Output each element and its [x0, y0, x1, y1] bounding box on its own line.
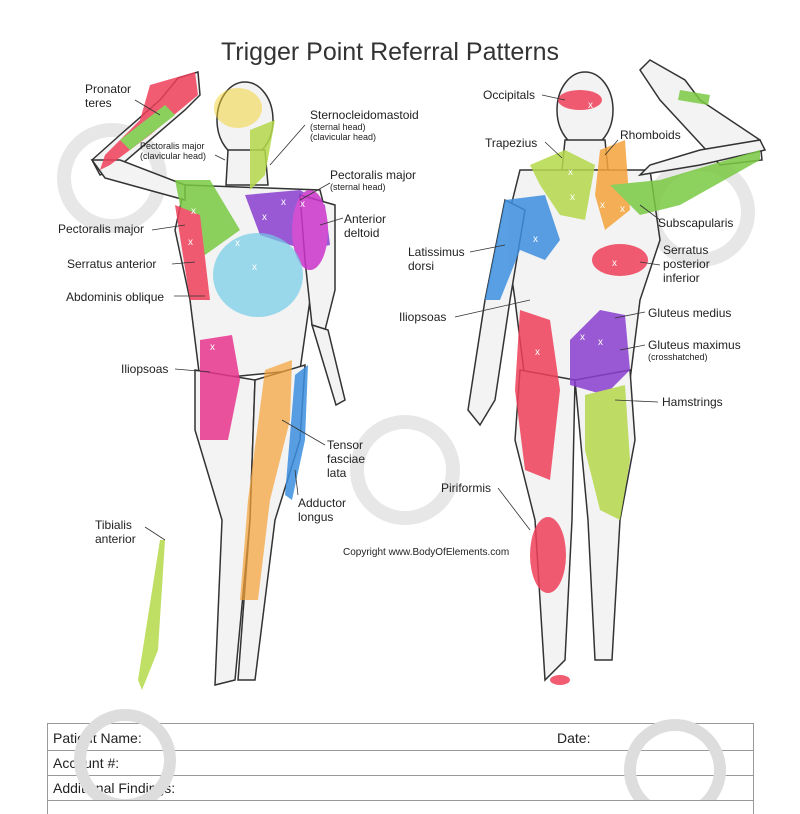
svg-text:x: x [533, 234, 538, 245]
label-occipitals: Occipitals [483, 88, 536, 102]
label-piriformis: Piriformis [441, 481, 491, 495]
page-title: Trigger Point Referral Patterns [220, 38, 560, 66]
label-line: fasciae [327, 452, 366, 466]
svg-text:x: x [568, 167, 573, 178]
label-line: (crosshatched) [648, 352, 708, 362]
svg-text:x: x [588, 100, 593, 111]
patient-name-label: Patient Name: [53, 730, 142, 746]
form-row-patient: Patient Name: Date: [48, 726, 753, 751]
svg-text:x: x [570, 192, 575, 203]
label-hamstrings: Hamstrings [662, 395, 723, 409]
label-line: Latissimus [408, 245, 465, 259]
label-iliopsoas-front: Iliopsoas [121, 362, 169, 376]
svg-text:x: x [620, 204, 625, 215]
label-line: posterior [663, 257, 710, 271]
label-line: (sternal head) [310, 122, 366, 132]
label-gluteus-maximus: Gluteus maximus (crosshatched) [648, 338, 741, 362]
label-iliopsoas-back: Iliopsoas [399, 310, 447, 324]
label-pec-major-clavicular: Pectoralis major (clavicular head) [140, 141, 206, 161]
label-line: dorsi [408, 259, 435, 273]
date-label: Date: [557, 730, 591, 746]
svg-text:x: x [252, 262, 257, 273]
label-pectoralis-major: Pectoralis major [58, 222, 145, 236]
label-tensor-fasciae-lata: Tensor fasciae lata [327, 438, 365, 480]
label-line: Anterior [344, 212, 387, 226]
label-line: Pronator [85, 82, 132, 96]
label-line: Tensor [327, 438, 364, 452]
label-pronator-teres: Pronator teres [85, 82, 131, 110]
label-line: inferior [663, 271, 700, 285]
label-line: (sternal head) [330, 182, 386, 192]
label-rhomboids: Rhomboids [620, 128, 681, 142]
label-gluteus-medius: Gluteus medius [648, 306, 732, 320]
label-serratus-posterior-inferior: Serratus posterior inferior [663, 243, 710, 285]
label-trapezius: Trapezius [485, 136, 538, 150]
svg-text:x: x [281, 197, 286, 208]
leader-lines [134, 94, 661, 541]
label-line: deltoid [344, 226, 380, 240]
label-line: Serratus [663, 243, 709, 257]
label-subscapularis: Subscapularis [658, 216, 734, 230]
label-line: Pectoralis major [330, 168, 417, 182]
anatomy-figures: x x x x x x x x x x [57, 59, 767, 690]
svg-text:x: x [191, 206, 196, 217]
label-abdominis-oblique: Abdominis oblique [66, 290, 165, 304]
label-line: lata [327, 466, 347, 480]
watermark-logo [624, 719, 726, 800]
watermark-logo [74, 709, 176, 800]
label-serratus-anterior: Serratus anterior [67, 257, 157, 271]
label-line: Pectoralis major [140, 141, 205, 151]
svg-text:x: x [600, 200, 605, 211]
back-referral-zones: x x x x x x x x x x [485, 90, 760, 685]
svg-text:x: x [535, 347, 540, 358]
svg-text:x: x [188, 237, 193, 248]
copyright-text: Copyright www.BodyOfElements.com [343, 547, 510, 558]
label-line: Gluteus maximus [648, 338, 741, 352]
svg-text:x: x [300, 199, 305, 210]
label-line: teres [85, 96, 112, 110]
label-anterior-deltoid: Anterior deltoid [344, 212, 386, 240]
label-line: (clavicular head) [140, 151, 207, 161]
svg-text:x: x [598, 337, 603, 348]
label-line: (clavicular head) [310, 132, 377, 142]
svg-text:x: x [262, 212, 267, 223]
label-line: anterior [95, 532, 136, 546]
svg-text:x: x [612, 258, 617, 269]
label-tibialis-anterior: Tibialis anterior [95, 518, 136, 546]
label-line: Sternocleidomastoid [310, 108, 419, 122]
svg-text:x: x [210, 342, 215, 353]
label-line: Tibialis [95, 518, 132, 532]
label-sternocleidomastoid: Sternocleidomastoid (sternal head) (clav… [310, 108, 419, 142]
label-adductor-longus: Adductor longus [298, 496, 346, 524]
label-latissimus-dorsi: Latissimus dorsi [408, 245, 465, 273]
front-referral-zones: x x x x x x x x [100, 72, 330, 690]
label-pec-major-sternal: Pectoralis major (sternal head) [330, 168, 416, 192]
svg-text:x: x [235, 238, 240, 249]
svg-text:x: x [580, 332, 585, 343]
label-line: longus [298, 510, 334, 524]
label-line: Adductor [298, 496, 347, 510]
